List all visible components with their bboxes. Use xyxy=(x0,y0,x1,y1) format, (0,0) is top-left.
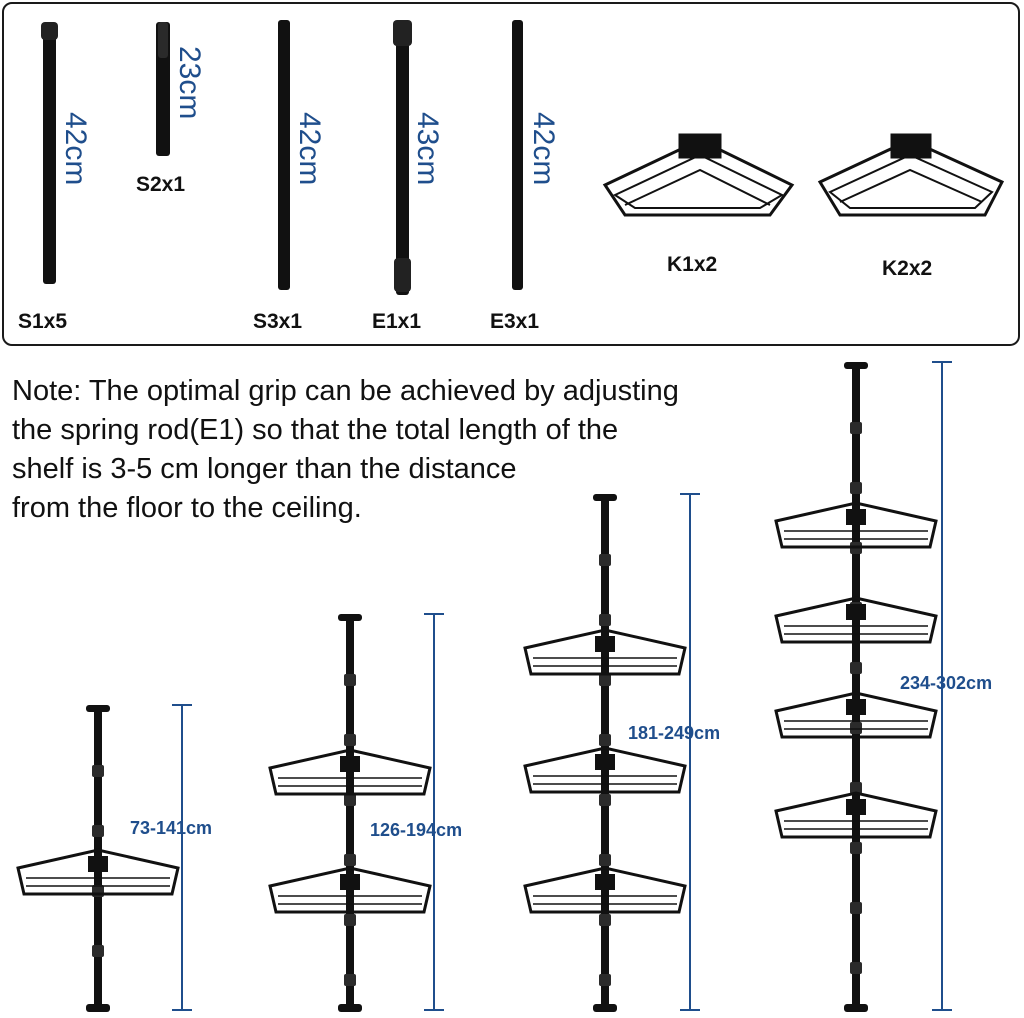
parts-illustration xyxy=(41,20,1005,295)
part-code-s2: S2x1 xyxy=(136,173,186,196)
part-code-s1: S1x5 xyxy=(18,310,68,333)
basket-clamp xyxy=(595,754,615,770)
shelf-config-2 xyxy=(268,613,444,1012)
range-label-3: 181-249cm xyxy=(628,723,721,743)
rod-e3 xyxy=(512,20,523,290)
assembly-note: Note: The optimal grip can be achieved b… xyxy=(12,372,792,528)
floor-cap xyxy=(86,1004,110,1012)
basket xyxy=(523,746,687,794)
basket-clamp xyxy=(846,699,866,715)
ceiling-cap xyxy=(593,494,617,501)
parts-panel xyxy=(2,2,1020,346)
basket-clamp xyxy=(846,799,866,815)
basket-clamp xyxy=(88,856,108,872)
basket-clamp xyxy=(595,636,615,652)
basket xyxy=(268,866,432,914)
note-line: shelf is 3-5 cm longer than the distance xyxy=(12,453,517,485)
pole xyxy=(601,500,609,1006)
basket-clamp xyxy=(340,756,360,772)
ceiling-cap xyxy=(86,705,110,712)
basket-clamp xyxy=(595,874,615,890)
part-code-s3: S3x1 xyxy=(253,310,303,333)
basket xyxy=(268,748,432,796)
basket xyxy=(774,596,938,644)
note-line: from the floor to the ceiling. xyxy=(12,492,362,524)
floor-cap xyxy=(593,1004,617,1012)
basket-k1 xyxy=(602,133,795,217)
basket-clamp xyxy=(846,509,866,525)
floor-cap xyxy=(338,1004,362,1012)
part-code-e3: E3x1 xyxy=(490,310,540,333)
basket xyxy=(774,691,938,739)
part-code-e1: E1x1 xyxy=(372,310,422,333)
basket-clamp xyxy=(846,604,866,620)
shelf-config-1 xyxy=(16,704,192,1012)
shelf-config-4 xyxy=(774,361,952,1012)
basket-clamp xyxy=(340,874,360,890)
note-line: Note: The optimal grip can be achieved b… xyxy=(12,375,679,407)
part-code-k2: K2x2 xyxy=(882,257,933,280)
range-label-1: 73-141cm xyxy=(130,818,213,838)
rod-s1 xyxy=(43,22,56,284)
basket-k2 xyxy=(817,133,1005,217)
range-label-2: 126-194cm xyxy=(370,820,463,840)
rod-s3 xyxy=(278,20,290,290)
basket xyxy=(523,866,687,914)
ceiling-cap xyxy=(338,614,362,621)
range-label-4: 234-302cm xyxy=(900,673,993,693)
basket xyxy=(774,501,938,549)
basket xyxy=(16,848,180,896)
pole xyxy=(346,620,354,1006)
basket xyxy=(774,791,938,839)
shelf-config-3 xyxy=(523,493,700,1012)
rod-e1 xyxy=(396,20,409,295)
basket xyxy=(523,628,687,676)
floor-cap xyxy=(844,1004,868,1012)
ceiling-cap xyxy=(844,362,868,369)
part-code-k1: K1x2 xyxy=(667,253,718,276)
note-line: the spring rod(E1) so that the total len… xyxy=(12,414,619,446)
pole xyxy=(852,368,860,1006)
